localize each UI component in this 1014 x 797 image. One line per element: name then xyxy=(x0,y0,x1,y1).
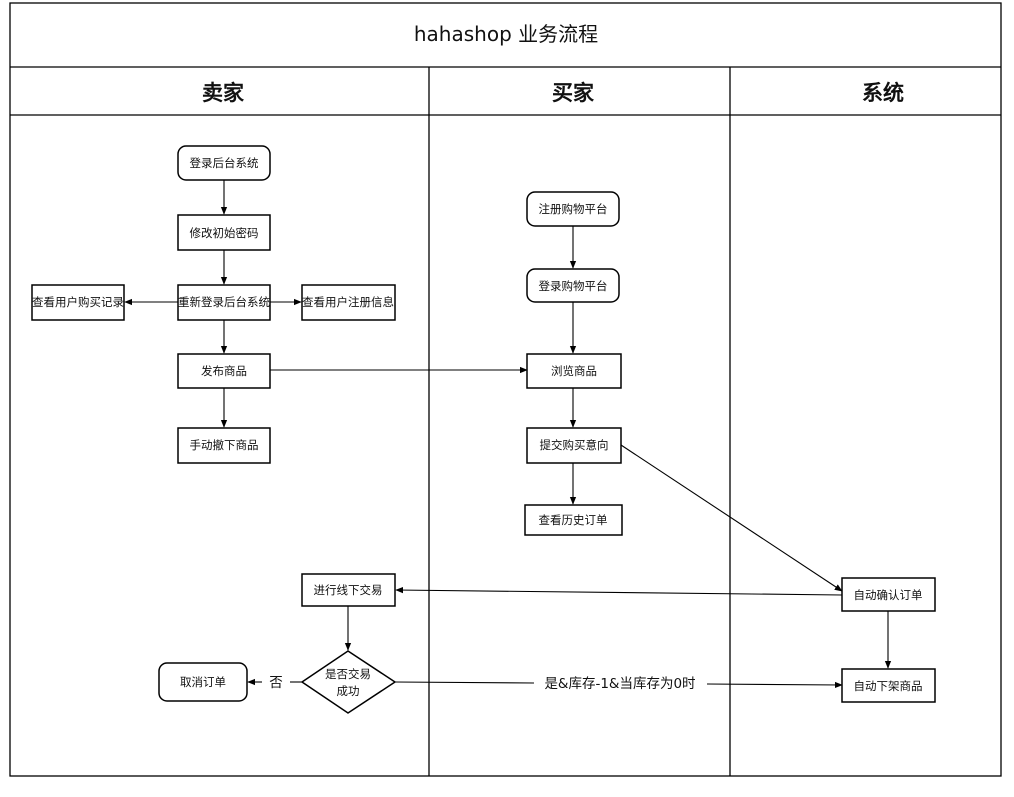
node-browse-products-shape xyxy=(526,353,622,389)
node-relogin-admin-label: 重新登录后台系统 xyxy=(178,295,270,309)
node-submit-intent-label: 提交购买意向 xyxy=(540,438,609,452)
node-auto-confirm-order: 自动确认订单 xyxy=(841,577,936,612)
node-login-platform-label: 登录购物平台 xyxy=(539,279,608,293)
edge-submit-intent-to-auto-confirm xyxy=(620,444,843,592)
node-relogin-admin-shape xyxy=(177,284,271,321)
node-offline-trade-shape xyxy=(301,573,396,607)
edge-decision-yes-segment xyxy=(394,681,535,684)
node-manual-delist-shape xyxy=(177,427,271,464)
node-cancel-order-shape xyxy=(158,662,248,702)
node-login-admin: 登录后台系统 xyxy=(177,145,271,181)
node-view-registration-info: 查看用户注册信息 xyxy=(301,284,396,321)
node-login-admin-shape xyxy=(177,145,271,181)
node-view-purchase-records-shape xyxy=(31,284,125,321)
node-auto-delist: 自动下架商品 xyxy=(841,668,936,703)
node-publish-product-label: 发布商品 xyxy=(201,364,247,378)
node-view-history-orders: 查看历史订单 xyxy=(524,504,623,536)
node-manual-delist: 手动撤下商品 xyxy=(177,427,271,464)
node-cancel-order-label: 取消订单 xyxy=(180,675,226,689)
node-register-platform-shape xyxy=(526,191,620,227)
edge-auto-confirm-to-offline-trade xyxy=(395,586,843,596)
node-trade-success-label-line1: 是否交易 xyxy=(325,667,371,681)
node-trade-success-decision-shape xyxy=(300,650,397,714)
node-change-password-shape xyxy=(177,214,271,251)
diagram-title: hahashop 业务流程 xyxy=(414,22,598,46)
node-auto-delist-shape xyxy=(841,668,936,703)
node-login-platform: 登录购物平台 xyxy=(526,268,620,303)
node-register-platform: 注册购物平台 xyxy=(526,191,620,227)
edge-label-yes-stock: 是&库存-1&当库存为0时 xyxy=(544,676,695,692)
node-auto-delist-label: 自动下架商品 xyxy=(854,679,923,693)
node-register-platform-label: 注册购物平台 xyxy=(539,202,608,216)
edge-decision-yes-to-auto-delist xyxy=(706,681,843,689)
node-trade-success-decision: 是否交易 成功 xyxy=(300,650,397,714)
edge-label-no: 否 xyxy=(269,675,283,691)
node-change-password: 修改初始密码 xyxy=(177,214,271,251)
node-trade-success-label-line2: 成功 xyxy=(337,684,360,698)
node-offline-trade: 进行线下交易 xyxy=(301,573,396,607)
node-view-purchase-records: 查看用户购买记录 xyxy=(31,284,125,321)
node-auto-confirm-order-label: 自动确认订单 xyxy=(854,588,923,602)
edges xyxy=(124,180,892,689)
node-auto-confirm-order-shape xyxy=(841,577,936,612)
lane-header-system: 系统 xyxy=(862,81,904,105)
lane-header-buyer: 买家 xyxy=(552,81,595,105)
outer-border xyxy=(9,2,1002,777)
node-login-platform-shape xyxy=(526,268,620,303)
node-publish-product: 发布商品 xyxy=(177,353,271,389)
node-login-admin-label: 登录后台系统 xyxy=(190,156,259,170)
node-publish-product-shape xyxy=(177,353,271,389)
swimlane-frame xyxy=(9,2,1002,777)
node-view-purchase-records-label: 查看用户购买记录 xyxy=(32,295,124,309)
node-relogin-admin: 重新登录后台系统 xyxy=(177,284,271,321)
lane-header-seller: 卖家 xyxy=(202,81,245,105)
node-view-history-orders-label: 查看历史订单 xyxy=(539,513,608,527)
node-manual-delist-label: 手动撤下商品 xyxy=(190,438,259,452)
node-view-registration-info-shape xyxy=(301,284,396,321)
node-browse-products: 浏览商品 xyxy=(526,353,622,389)
node-cancel-order: 取消订单 xyxy=(158,662,248,702)
node-change-password-label: 修改初始密码 xyxy=(190,226,259,240)
node-submit-intent-shape xyxy=(526,427,622,464)
node-submit-intent: 提交购买意向 xyxy=(526,427,622,464)
node-view-history-orders-shape xyxy=(524,504,623,536)
node-view-registration-info-label: 查看用户注册信息 xyxy=(302,295,394,309)
node-browse-products-label: 浏览商品 xyxy=(551,364,597,378)
node-offline-trade-label: 进行线下交易 xyxy=(314,583,383,597)
